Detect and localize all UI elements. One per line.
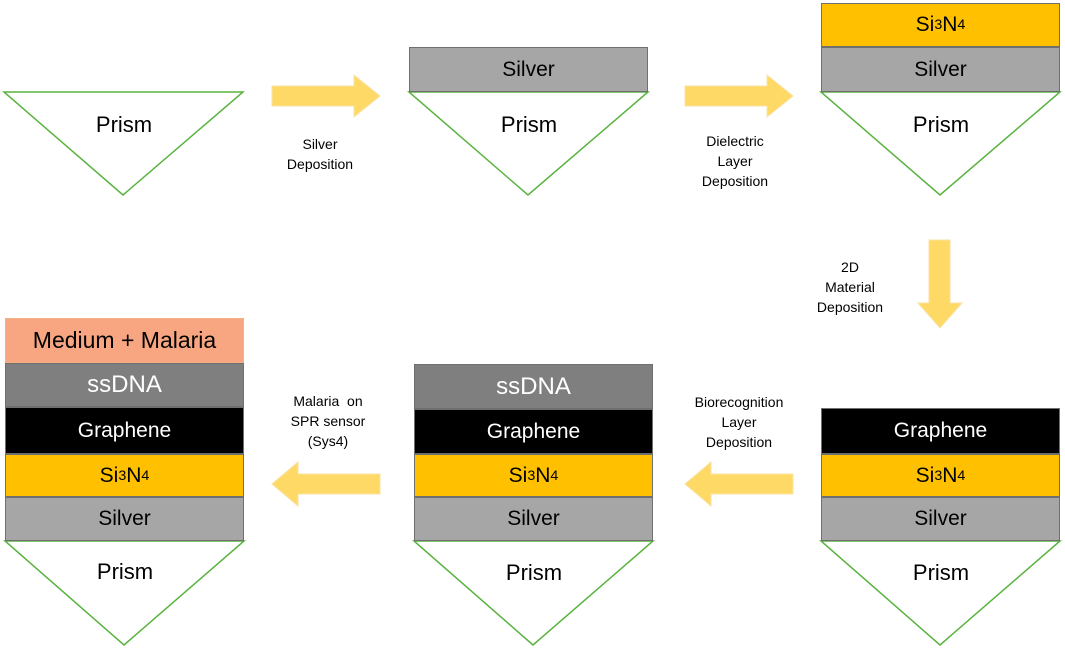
- prism-label-2: Prism: [500, 112, 558, 137]
- prism-label-1: Prism: [95, 112, 153, 137]
- stack6-graphene-layer: Graphene: [5, 407, 244, 454]
- prism-triangle-5: [412, 540, 656, 646]
- prism-triangle-6: [3, 540, 247, 646]
- prism-triangle-2: [406, 91, 651, 196]
- arrow-left-2: [271, 460, 381, 508]
- arrow-left-1: [684, 460, 794, 508]
- arrow-down: [916, 239, 964, 329]
- prism-triangle-4: [819, 540, 1063, 646]
- stack5-graphene-layer: Graphene: [414, 409, 653, 454]
- stack6-medium-malaria-layer: Medium + Malaria: [5, 318, 244, 363]
- arrow-right-2: [684, 73, 794, 119]
- stack4-silver-layer: Silver: [821, 497, 1060, 541]
- prism-label-6: Prism: [96, 559, 154, 584]
- stack6-silver-layer: Silver: [5, 497, 244, 541]
- stack2-silver-layer: Silver: [409, 47, 648, 92]
- stack4-graphene-layer: Graphene: [821, 408, 1060, 454]
- arrow-right-1: [271, 73, 381, 119]
- prism-label-5: Prism: [505, 560, 563, 585]
- prism-label-4: Prism: [912, 560, 970, 585]
- stack5-ssdna-layer: ssDNA: [414, 364, 653, 409]
- stack3-silver-layer: Silver: [821, 47, 1060, 92]
- prism-triangle-3: [818, 91, 1063, 196]
- stack5-silver-layer: Silver: [414, 497, 653, 541]
- prism-label-3: Prism: [912, 112, 970, 137]
- prism-triangle-1: [1, 91, 246, 196]
- stack6-ssdna-layer: ssDNA: [5, 363, 244, 407]
